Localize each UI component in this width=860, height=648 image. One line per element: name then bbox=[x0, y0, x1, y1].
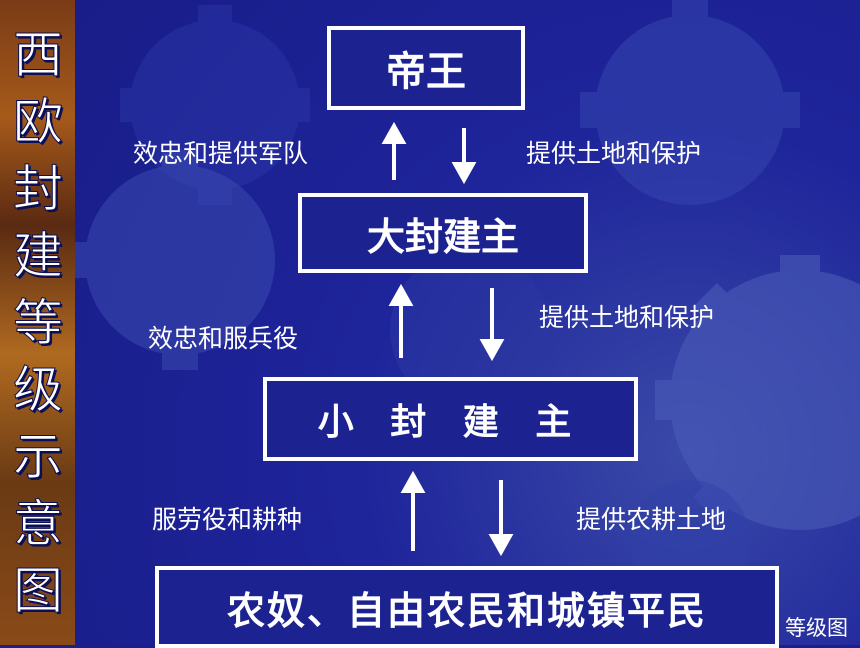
up-arrow-icon bbox=[388, 283, 414, 358]
title-char: 示 bbox=[13, 428, 64, 487]
relation-label: 效忠和服兵役 bbox=[148, 324, 299, 353]
title-char: 图 bbox=[13, 562, 64, 621]
title-char: 建 bbox=[13, 227, 64, 286]
relation-label: 提供农耕土地 bbox=[576, 505, 727, 534]
title-char: 西 bbox=[13, 26, 64, 85]
title-char: 封 bbox=[13, 160, 64, 219]
vertical-title: 西 欧 封 建 等 级 示 意 图 bbox=[6, 22, 70, 625]
emperor-box: 帝王 bbox=[327, 26, 525, 110]
title-char: 等 bbox=[13, 294, 64, 353]
corner-caption: 等级图 bbox=[785, 616, 848, 640]
up-arrow-icon bbox=[381, 121, 407, 180]
relation-label: 提供土地和保护 bbox=[526, 139, 702, 168]
great-lord-box: 大封建主 bbox=[298, 193, 588, 273]
relation-label: 提供土地和保护 bbox=[539, 303, 715, 332]
title-char: 意 bbox=[13, 495, 64, 554]
small-lord-box: 小 封 建 主 bbox=[263, 377, 638, 461]
down-arrow-icon bbox=[479, 288, 505, 362]
left-decorative-strip bbox=[0, 0, 75, 645]
up-arrow-icon bbox=[400, 470, 426, 551]
down-arrow-icon bbox=[451, 128, 477, 185]
title-char: 欧 bbox=[13, 93, 64, 152]
relation-label: 服劳役和耕种 bbox=[152, 505, 303, 534]
title-char: 级 bbox=[13, 361, 64, 420]
relation-label: 效忠和提供军队 bbox=[133, 139, 309, 168]
down-arrow-icon bbox=[488, 480, 514, 557]
